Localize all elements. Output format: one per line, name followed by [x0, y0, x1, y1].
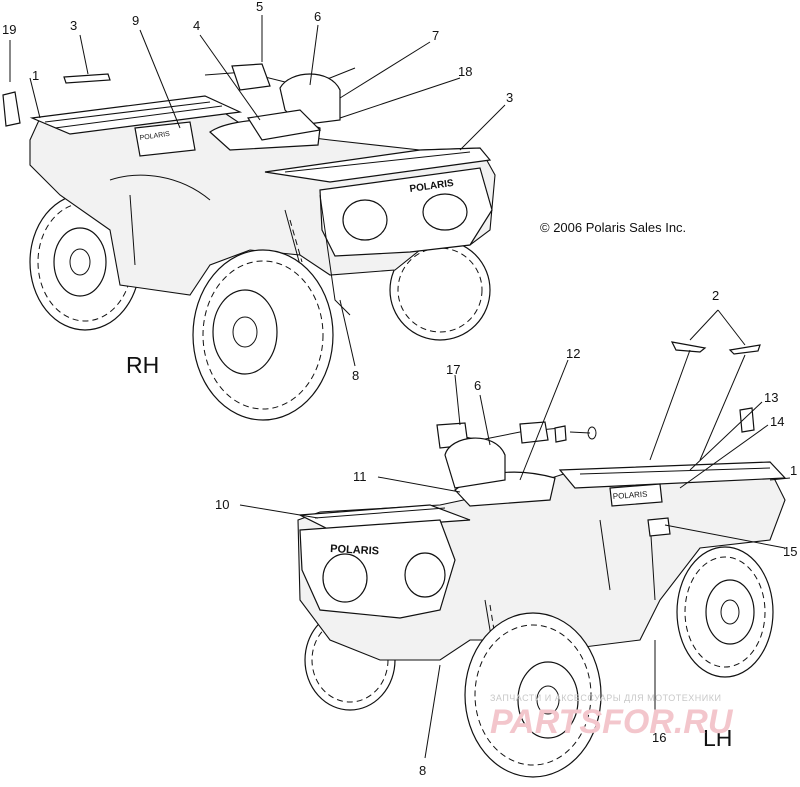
lh-callouts: 2 17 6 12 13 14 11 10 1 15 16 8 — [215, 288, 797, 778]
callout-6-lh: 6 — [474, 378, 481, 393]
callout-7: 7 — [432, 28, 439, 43]
callout-16: 16 — [652, 730, 666, 745]
lh-front-decal-text: POLARIS — [330, 543, 379, 558]
callout-9: 9 — [132, 13, 139, 28]
lh-handlebars — [436, 421, 597, 489]
callout-10: 10 — [215, 497, 229, 512]
rh-front-wheel — [192, 249, 334, 421]
callout-17: 17 — [446, 362, 460, 377]
watermark-site: PARTSFOR.RU — [490, 703, 734, 741]
callout-2: 2 — [712, 288, 719, 303]
rh-body: POLARIS POLARIS — [29, 95, 496, 316]
callout-1: 1 — [32, 68, 39, 83]
rh-rear-far-wheel — [389, 239, 491, 341]
callout-11: 11 — [353, 469, 367, 484]
callout-14: 14 — [770, 414, 784, 429]
callout-4: 4 — [193, 18, 200, 33]
atv-right-side-view: POLARIS POLARIS — [2, 63, 496, 421]
rh-side-decal-text: POLARIS — [139, 131, 170, 142]
rh-callouts: 19 3 9 4 5 6 7 18 3 1 8 — [2, 0, 513, 383]
decal-3-shape — [63, 73, 111, 84]
callout-13: 13 — [764, 390, 778, 405]
copyright-text: © 2006 Polaris Sales Inc. — [540, 220, 686, 235]
decal-2-right-shape — [728, 344, 761, 355]
callout-5: 5 — [256, 0, 263, 14]
lh-leader-lines — [239, 309, 791, 759]
callout-8: 8 — [352, 368, 359, 383]
lh-body: POLARIS POLARIS — [297, 461, 787, 661]
callout-18: 18 — [458, 64, 472, 79]
lh-view-label: LH — [703, 725, 732, 751]
rh-view-label: RH — [126, 352, 159, 378]
callout-3: 3 — [70, 18, 77, 33]
decal-19-shape — [2, 91, 21, 127]
rh-leader-lines — [9, 15, 506, 367]
decal-13-shape — [739, 407, 755, 433]
callout-6: 6 — [314, 9, 321, 24]
rh-handlebars — [204, 63, 356, 141]
watermark: ЗАПЧАСТИ И АКСЕССУАРЫ ДЛЯ МОТОТЕХНИКИ PA… — [490, 693, 734, 741]
callout-15: 15 — [783, 544, 797, 559]
atv-left-side-view: POLARIS POLARIS — [297, 341, 787, 778]
lh-side-decal-text: POLARIS — [613, 490, 648, 501]
callout-8-lh: 8 — [419, 763, 426, 778]
callout-12: 12 — [566, 346, 580, 361]
lh-rear-wheel — [676, 546, 774, 678]
rh-suspension — [284, 209, 303, 266]
decal-2-left-shape — [670, 341, 707, 353]
callout-1-lh: 1 — [790, 463, 797, 478]
callout-3-front: 3 — [506, 90, 513, 105]
lh-front-wheel — [464, 612, 602, 778]
watermark-tagline: ЗАПЧАСТИ И АКСЕССУАРЫ ДЛЯ МОТОТЕХНИКИ — [490, 693, 721, 703]
callout-19: 19 — [2, 22, 16, 37]
